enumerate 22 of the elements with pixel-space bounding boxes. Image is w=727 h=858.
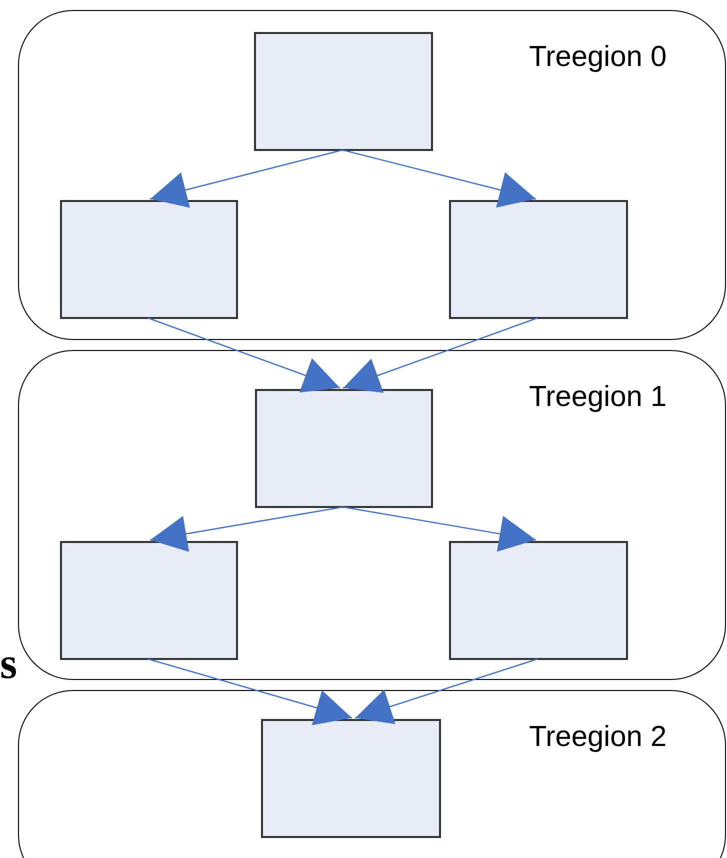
region-container <box>18 690 726 858</box>
arrow <box>148 317 340 392</box>
empty-box <box>254 32 433 151</box>
arrow <box>342 506 536 552</box>
arrow <box>342 317 538 393</box>
empty-box <box>60 541 238 660</box>
region-container <box>18 350 726 680</box>
empty-box <box>60 200 238 319</box>
region-title: Treegion 0 <box>529 41 667 74</box>
region-title: Treegion 1 <box>529 381 667 414</box>
empty-box <box>255 389 433 508</box>
empty-box <box>449 200 628 319</box>
text-fragment: s <box>0 638 18 689</box>
region-container <box>18 10 726 340</box>
empty-box <box>449 541 628 660</box>
arrow <box>342 149 536 208</box>
arrow <box>148 658 352 726</box>
empty-box <box>261 719 441 838</box>
region-title: Treegion 2 <box>529 721 667 754</box>
arrow <box>150 149 343 208</box>
arrow <box>150 506 344 552</box>
arrow <box>354 658 538 724</box>
